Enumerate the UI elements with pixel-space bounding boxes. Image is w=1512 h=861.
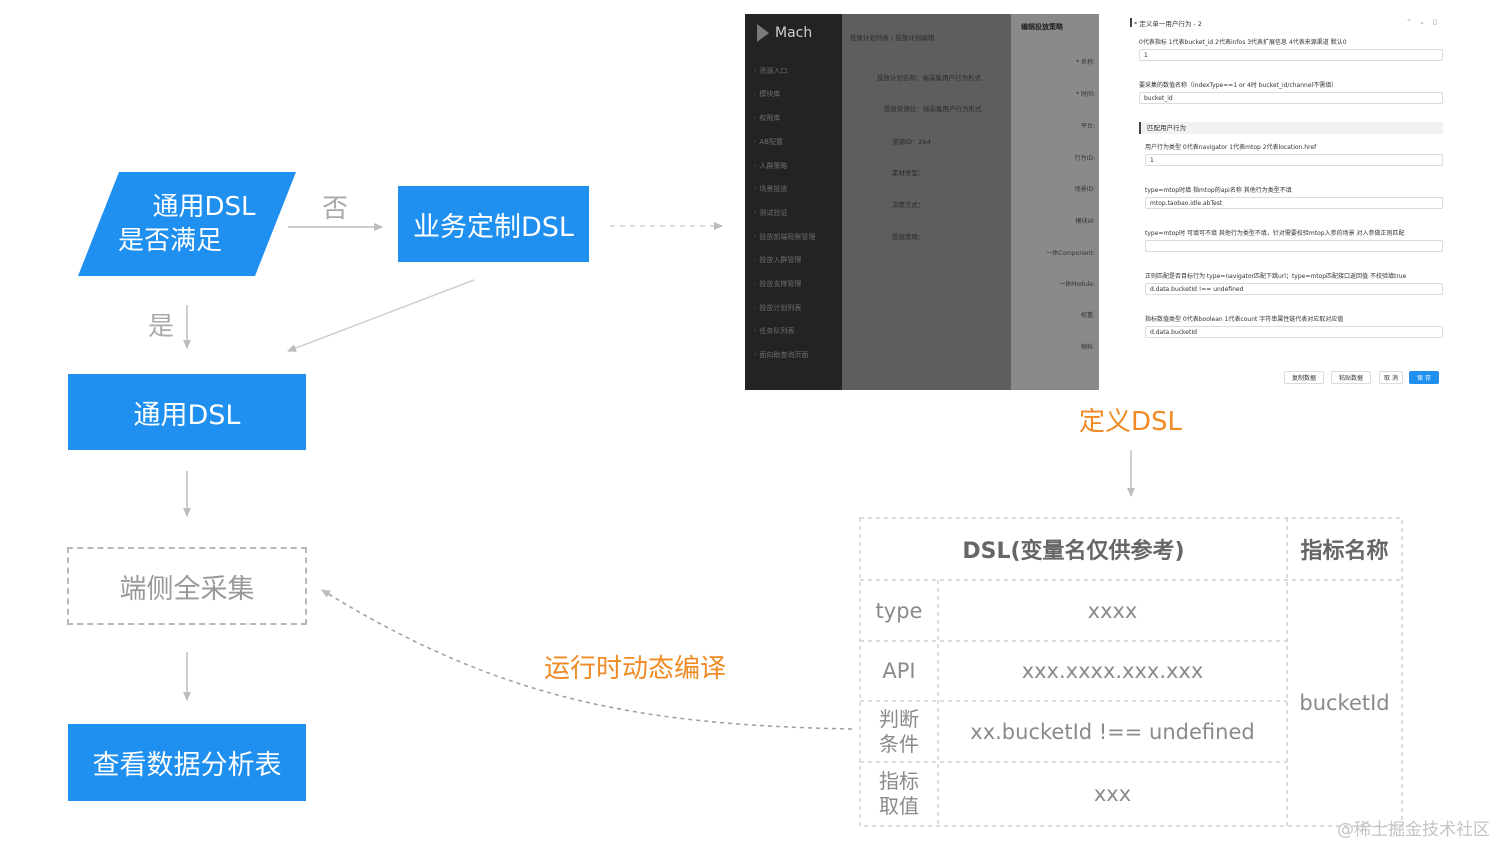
screenshot-panel: * 定义单一用户行为 - 2 ⌃ ⌄ ▯ 0代表指标 1代表bucket_id … bbox=[1099, 14, 1451, 390]
mid-row: 投放计划名称：端采集用户行为形式 bbox=[877, 74, 981, 82]
field-input[interactable] bbox=[1145, 240, 1443, 252]
app-logo: Mach bbox=[757, 24, 812, 42]
decision-text: 通用DSL 是否满足 bbox=[78, 172, 296, 276]
field-input[interactable]: d.data.bucketId !== undefined bbox=[1145, 283, 1443, 295]
chevron-up-icon[interactable]: ⌃ bbox=[1406, 18, 1412, 26]
general-dsl-box: 通用DSL bbox=[68, 374, 306, 450]
watermark: @稀土掘金技术社区 bbox=[1337, 820, 1490, 840]
sidebar-item[interactable]: 任务队列表 bbox=[753, 326, 794, 336]
screenshot-form: 编辑投放策略 * 名称: * 时间: 平台: 行为ID: 场景ID: 模块id:… bbox=[1011, 14, 1099, 390]
sidebar-item[interactable]: 投放前端观察管理 bbox=[753, 232, 815, 242]
form-label: 一休Component: bbox=[1046, 250, 1095, 257]
table-row-key: type bbox=[875, 598, 923, 623]
form-label: * 时间: bbox=[1076, 91, 1095, 98]
table-row-key: API bbox=[882, 659, 916, 683]
custom-dsl-box: 业务定制DSL bbox=[398, 186, 589, 262]
delete-icon[interactable]: ▯ bbox=[1433, 18, 1437, 26]
table-row-key-line: 取值 bbox=[879, 794, 919, 818]
mid-row: 投放资源位：端采集用户行为形式 bbox=[884, 105, 982, 113]
sidebar-item[interactable]: 资源入口 bbox=[753, 66, 787, 76]
table-header-metric: 指标名称 bbox=[1300, 539, 1389, 564]
sidebar-item[interactable]: 模块库 bbox=[753, 89, 780, 99]
table-grid bbox=[859, 517, 1403, 827]
mid-row: 资源ID：264 bbox=[892, 138, 931, 146]
arrow-runtime-compile bbox=[321, 589, 853, 730]
table-row-key-line: 指标 bbox=[879, 769, 919, 793]
field-label: type=mtop时填 指mtop的api名称 其他行为类型不填 bbox=[1145, 187, 1292, 194]
decision-shape: 通用DSL 是否满足 bbox=[78, 172, 296, 276]
mach-logo-icon bbox=[757, 24, 769, 42]
field-input[interactable]: bucket_id bbox=[1139, 92, 1443, 104]
paste-button[interactable]: 粘贴数据 bbox=[1331, 371, 1371, 384]
form-label: 权重: bbox=[1080, 312, 1095, 319]
sidebar-item[interactable]: 投放入群管理 bbox=[753, 255, 801, 265]
form-label: 场景ID: bbox=[1074, 186, 1095, 193]
form-label: * 名称: bbox=[1076, 59, 1095, 66]
table-row-value: xxx.xxxx.xxx.xxx bbox=[1021, 659, 1204, 683]
field-label: 正则匹配是否目标行为 type=navigator匹配下跳url；type=mt… bbox=[1145, 273, 1407, 280]
form-label: 一休Module: bbox=[1059, 281, 1095, 288]
table-row-value: xx.bucketId !== undefined bbox=[970, 719, 1255, 744]
sidebar-item[interactable]: 人群策略 bbox=[753, 161, 787, 171]
sidebar-item[interactable]: 权限库 bbox=[753, 113, 780, 123]
breadcrumb: 投放计划列表 / 投放计划编辑 bbox=[850, 34, 935, 42]
field-input[interactable]: 1 bbox=[1145, 154, 1443, 166]
decision-line2: 是否满足 bbox=[117, 226, 222, 256]
field-label: 用户行为类型 0代表navigator 1代表mtop 2代表location.… bbox=[1145, 144, 1317, 151]
table-header-dsl: DSL(变量名仅供参考) bbox=[962, 539, 1185, 564]
mid-row: 素材类型： bbox=[892, 169, 925, 177]
no-label: 否 bbox=[322, 194, 349, 224]
form-label: 平台: bbox=[1080, 123, 1095, 130]
screenshot-sidebar: Mach 资源入口 模块库 权限库 AB配置 人群策略 场景投放 测试验证 投放… bbox=[745, 14, 842, 390]
copy-button[interactable]: 复制数据 bbox=[1284, 371, 1324, 384]
section-title: 匹配用户行为 bbox=[1139, 122, 1443, 134]
table-row-key: 判断 条件 bbox=[860, 701, 938, 762]
table-row-value: xxx bbox=[1093, 782, 1132, 806]
field-label: 要采集的数值名称（indexType==1 or 4时 bucket_id/ch… bbox=[1139, 82, 1338, 89]
sidebar-item[interactable]: 场景投放 bbox=[753, 184, 787, 194]
table-row-value: xxxx bbox=[1087, 598, 1138, 623]
decision-parallelogram bbox=[78, 172, 296, 276]
config-screenshot: Mach 资源入口 模块库 权限库 AB配置 人群策略 场景投放 测试验证 投放… bbox=[745, 14, 1451, 390]
sidebar-item[interactable]: 投放计划列表 bbox=[753, 303, 801, 313]
arrow-custom-to-general bbox=[287, 279, 475, 352]
chevron-down-icon[interactable]: ⌄ bbox=[1419, 18, 1425, 26]
full-collect-box: 端侧全采集 bbox=[67, 547, 307, 625]
form-title: 编辑投放策略 bbox=[1021, 23, 1063, 31]
mid-row: 决策方式： bbox=[892, 201, 925, 209]
table-row-key-line: 判断 bbox=[879, 706, 919, 731]
runtime-compile-label: 运行时动态编译 bbox=[544, 654, 727, 684]
app-name: Mach bbox=[775, 25, 813, 41]
form-label: 模块id: bbox=[1075, 218, 1096, 225]
decision-line1: 通用DSL bbox=[152, 192, 256, 222]
field-input[interactable]: mtop.taobao.idle.abTest bbox=[1145, 197, 1443, 209]
view-table-box: 查看数据分析表 bbox=[68, 724, 306, 801]
sidebar-item[interactable]: 投放支撑管理 bbox=[753, 279, 801, 289]
define-dsl-label: 定义DSL bbox=[1079, 407, 1183, 437]
mid-row: 投放策略： bbox=[892, 233, 925, 241]
form-label: 物料: bbox=[1080, 344, 1095, 351]
yes-label: 是 bbox=[148, 312, 175, 342]
field-label: 指标数值类型 0代表boolean 1代表count 字符串属性链代表对应取对应… bbox=[1145, 316, 1344, 323]
field-input[interactable]: 1 bbox=[1139, 49, 1443, 61]
sidebar-item[interactable]: 测试验证 bbox=[753, 208, 787, 218]
form-label: 行为ID: bbox=[1074, 155, 1095, 162]
cancel-button[interactable]: 取 消 bbox=[1379, 371, 1403, 384]
field-label: type=mtop时 可填可不填 其他行为类型不填，针对需要校验mtop入参的场… bbox=[1145, 230, 1405, 237]
table-metric-value: bucketId bbox=[1299, 691, 1390, 715]
table-row-key: 指标 取值 bbox=[860, 762, 938, 826]
sidebar-item[interactable]: AB配置 bbox=[753, 137, 783, 147]
field-input[interactable]: d.data.bucketId bbox=[1145, 326, 1443, 338]
sidebar-item[interactable]: 面向助查询页面 bbox=[753, 350, 808, 360]
table-row-key-line: 条件 bbox=[879, 731, 919, 756]
screenshot-mid-area: 投放计划列表 / 投放计划编辑 投放计划名称：端采集用户行为形式 投放资源位：端… bbox=[842, 14, 1011, 390]
field-label: 0代表指标 1代表bucket_id 2代表infos 3代表扩展信息 4代表来… bbox=[1139, 39, 1347, 46]
panel-title: * 定义单一用户行为 - 2 bbox=[1130, 18, 1202, 28]
dsl-table: DSL(变量名仅供参考) 指标名称 type xxxx API xxx.xxxx… bbox=[860, 518, 1402, 826]
save-button[interactable]: 保 存 bbox=[1409, 371, 1439, 384]
